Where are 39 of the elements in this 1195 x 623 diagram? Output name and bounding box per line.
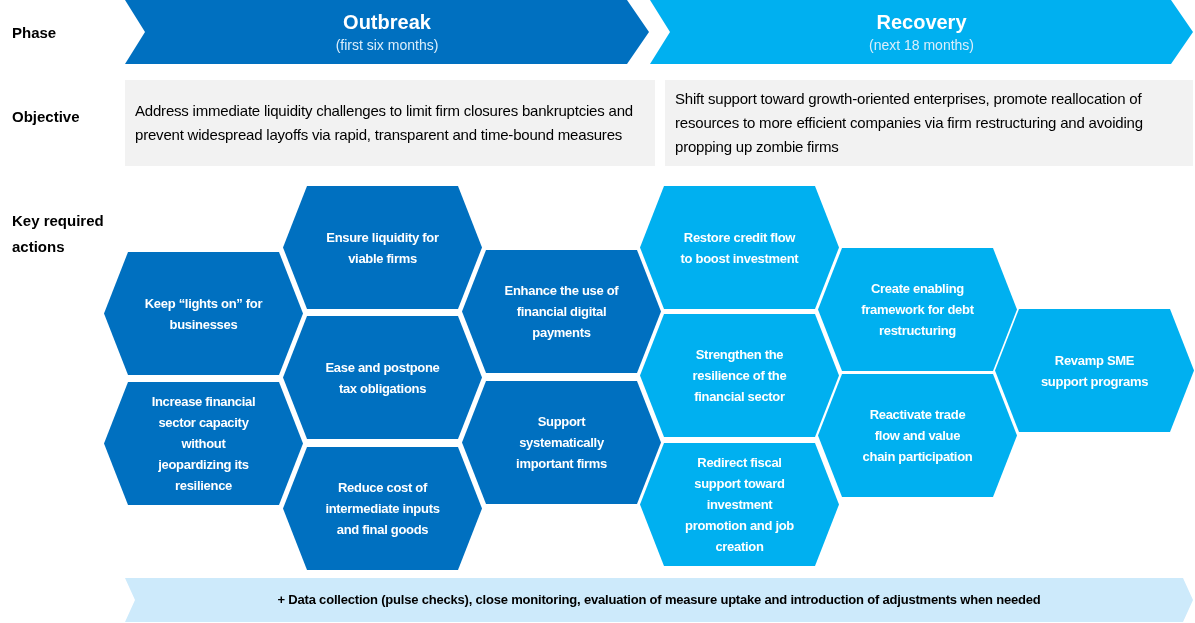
monitoring-text: + Data collection (pulse checks), close monitoring, evaluation of measure uptake and introduction of adjustments when needed bbox=[277, 591, 1041, 610]
action-hexagon bbox=[283, 316, 482, 439]
action-text: Support systematically important firms bbox=[515, 413, 608, 473]
action-text: Reactivate trade flow and value chain participation bbox=[861, 406, 974, 466]
action-hexagon bbox=[104, 382, 303, 505]
action-hexagon bbox=[640, 314, 839, 437]
action-hexagon bbox=[818, 248, 1017, 371]
action-text: Enhance the use of financial digital payments bbox=[503, 282, 620, 342]
action-hexagon bbox=[462, 250, 661, 373]
action-text: Reduce cost of intermediate inputs and final goods bbox=[324, 479, 441, 539]
monitoring-banner bbox=[125, 578, 1193, 622]
phase-banner bbox=[125, 0, 649, 64]
objective-text: Shift support toward growth-oriented enterprises, promote reallocation of resources to more efficient companies via firm restructuring and avoiding propping up zombie firms bbox=[675, 89, 1144, 157]
action-text: Ease and postpone tax obligations bbox=[324, 358, 441, 398]
action-hexagon bbox=[283, 447, 482, 570]
action-text: Redirect fiscal support toward investment promotion and job creation bbox=[684, 454, 795, 556]
action-hexagon bbox=[995, 309, 1194, 432]
row-label: Phase bbox=[12, 23, 58, 43]
action-text: Strengthen the resilience of the financial sector bbox=[691, 346, 788, 406]
action-hexagon bbox=[818, 374, 1017, 497]
phase-title: Outbreak bbox=[343, 10, 431, 35]
objective-text: Address immediate liquidity challenges to limit firm closures bankruptcies and prevent widespread layoffs via rapid, transparent and time-bound measures bbox=[135, 101, 634, 145]
phase-title: Recovery bbox=[876, 10, 967, 35]
phase-subtitle: (first six months) bbox=[335, 36, 439, 55]
action-text: Revamp SME support programs bbox=[1039, 351, 1150, 391]
action-text: Increase financial sector capacity without jeopardizing its resilience bbox=[150, 393, 257, 495]
phase-subtitle: (next 18 months) bbox=[868, 36, 975, 55]
action-hexagon bbox=[640, 186, 839, 309]
action-hexagon bbox=[104, 252, 303, 375]
action-text: Restore credit flow to boost investment bbox=[680, 228, 799, 268]
action-text: Keep “lights on” for businesses bbox=[144, 294, 263, 334]
action-hexagon bbox=[462, 381, 661, 504]
row-label: Objective bbox=[12, 107, 81, 127]
row-label: Key required actions bbox=[12, 211, 105, 257]
action-text: Ensure liquidity for viable firms bbox=[325, 228, 440, 268]
action-hexagon bbox=[283, 186, 482, 309]
action-text: Create enabling framework for debt restructuring bbox=[860, 280, 975, 340]
action-hexagon bbox=[640, 443, 839, 566]
phase-banner bbox=[650, 0, 1193, 64]
